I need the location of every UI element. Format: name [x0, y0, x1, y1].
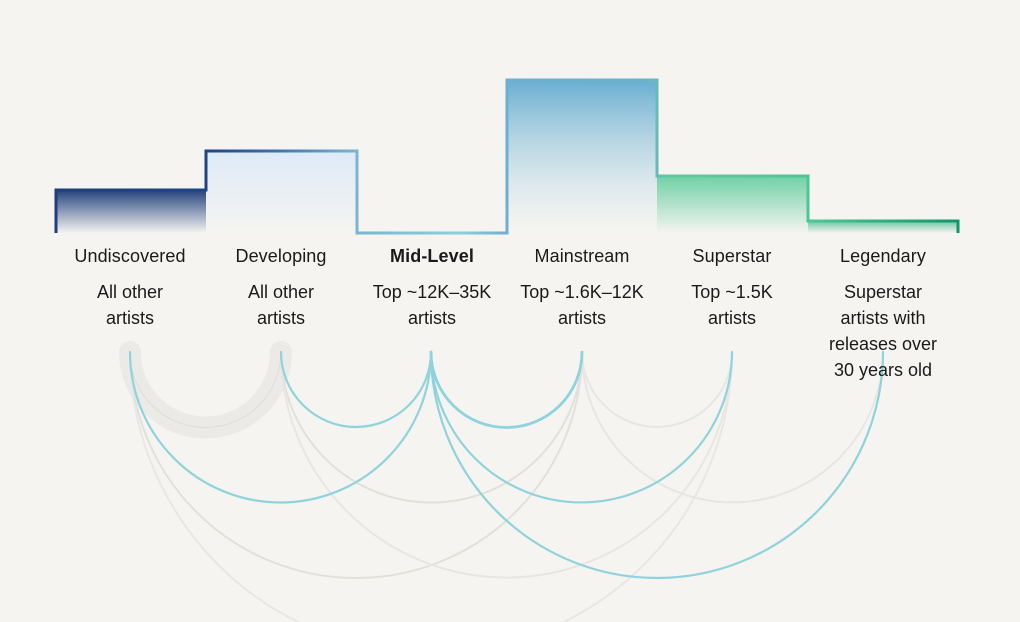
tier-name: Developing — [235, 246, 327, 266]
bar-fill-developing — [206, 152, 357, 233]
tier-legendary: Legendary Superstar artists with release… — [808, 244, 958, 383]
muted-arcs — [129, 351, 884, 622]
tier-description: Top ~12K–35K artists — [372, 282, 492, 328]
arc-midlevel-superstar — [429, 350, 734, 504]
tier-name: Superstar — [692, 246, 772, 266]
tier-description: Superstar artists with releases over 30 … — [828, 282, 938, 380]
tier-description: Top ~1.5K artists — [691, 282, 773, 328]
arc-midlevel-developing — [279, 350, 433, 429]
tier-name: Undiscovered — [74, 246, 186, 266]
arc-mainstream-legendary — [581, 351, 884, 504]
arc-midlevel-mainstream — [429, 350, 584, 429]
arc-developing-superstar — [280, 351, 733, 579]
arc-midlevel-legendary — [429, 350, 885, 580]
step-outline — [54, 78, 960, 235]
bar-fill-mainstream — [507, 81, 657, 233]
arc-undiscovered-mainstream — [129, 351, 583, 579]
arc-undiscovered-developing — [129, 351, 282, 428]
highlighted-arcs — [128, 350, 885, 580]
tier-name: Mid-Level — [390, 246, 474, 266]
tier-name: Mainstream — [534, 246, 630, 266]
tier-undiscovered: Undiscovered All other artists — [55, 244, 205, 331]
tier-superstar: Superstar Top ~1.5K artists — [657, 244, 807, 331]
bar-fill-superstar — [657, 177, 808, 233]
arc-developing-mainstream — [280, 351, 583, 504]
tier-description: Top ~1.6K–12K artists — [520, 282, 644, 328]
tier-mid-level: Mid-Level Top ~12K–35K artists — [352, 244, 512, 331]
tier-mainstream: Mainstream Top ~1.6K–12K artists — [502, 244, 662, 331]
tier-developing: Developing All other artists — [206, 244, 356, 331]
tier-description: All other artists — [96, 282, 164, 328]
bar-fill-legendary — [808, 222, 958, 233]
arc-band-undiscovered-developing — [119, 341, 292, 439]
arc-undiscovered-superstar — [129, 351, 733, 622]
tier-name: Legendary — [840, 246, 926, 266]
bar-fill-undiscovered — [56, 191, 206, 233]
tier-description: All other artists — [247, 282, 315, 328]
arc-mainstream-superstar — [581, 351, 733, 428]
arc-midlevel-undiscovered — [128, 350, 433, 504]
